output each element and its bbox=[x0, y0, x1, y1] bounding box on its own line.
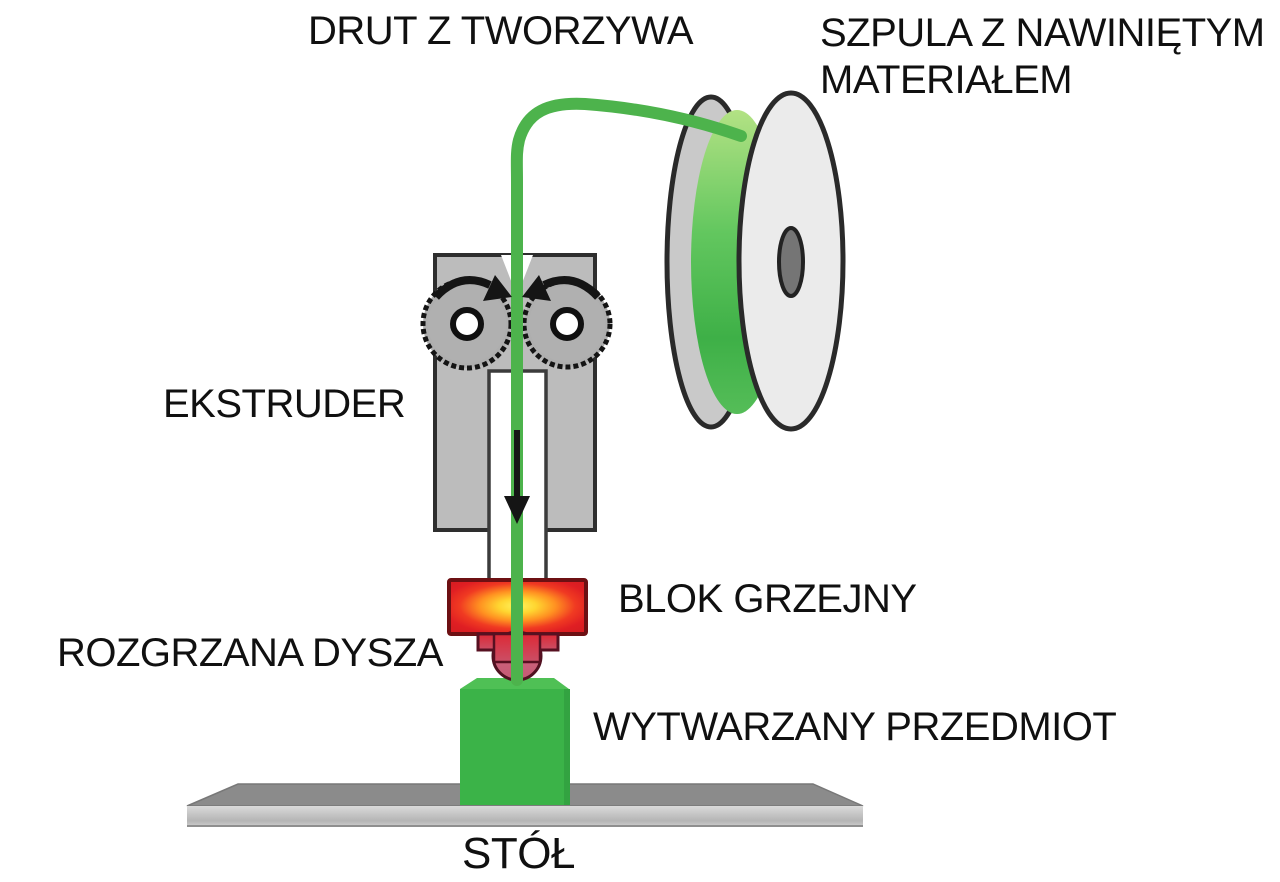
label-spool-line2: MATERIAŁEM bbox=[820, 58, 1073, 103]
label-extruder: EKSTRUDER bbox=[163, 382, 406, 426]
label-spool-line1: SZPULA Z NAWINIĘTYM bbox=[820, 11, 1265, 55]
label-filament-wire: DRUT Z TWORZYWA bbox=[308, 9, 694, 53]
label-table: STÓŁ bbox=[462, 829, 575, 878]
drive-roller-left-hub bbox=[450, 307, 484, 341]
label-heater-block: BLOK GRZEJNY bbox=[618, 577, 917, 621]
drive-roller-right-hub bbox=[550, 307, 584, 341]
drive-roller-left bbox=[420, 277, 514, 371]
printed-object-side-shade bbox=[564, 689, 570, 805]
roller-rotation-arrows bbox=[433, 275, 601, 301]
rotation-arrow-left-curve bbox=[433, 276, 492, 300]
feed-direction-arrow bbox=[504, 430, 530, 524]
printed-object-front bbox=[460, 689, 570, 805]
feed-arrow-head bbox=[504, 496, 530, 524]
label-hot-nozzle: ROZGRZANA DYSZA bbox=[57, 631, 443, 675]
rotation-arrow-left-head bbox=[483, 275, 512, 301]
filament-spool bbox=[664, 90, 846, 432]
filament-path bbox=[510, 97, 747, 686]
label-printed-object: WYTWARZANY PRZEDMIOT bbox=[593, 705, 1117, 749]
rotation-arrow-right-curve bbox=[542, 276, 601, 300]
drive-roller-right bbox=[521, 278, 613, 370]
label-spool: SZPULA Z NAWINIĘTYM MATERIAŁEM bbox=[820, 10, 1265, 104]
spool-hub-hole bbox=[777, 226, 805, 298]
rotation-arrow-right-head bbox=[522, 275, 551, 301]
table-front-edge bbox=[187, 806, 863, 827]
printed-object bbox=[460, 678, 570, 805]
